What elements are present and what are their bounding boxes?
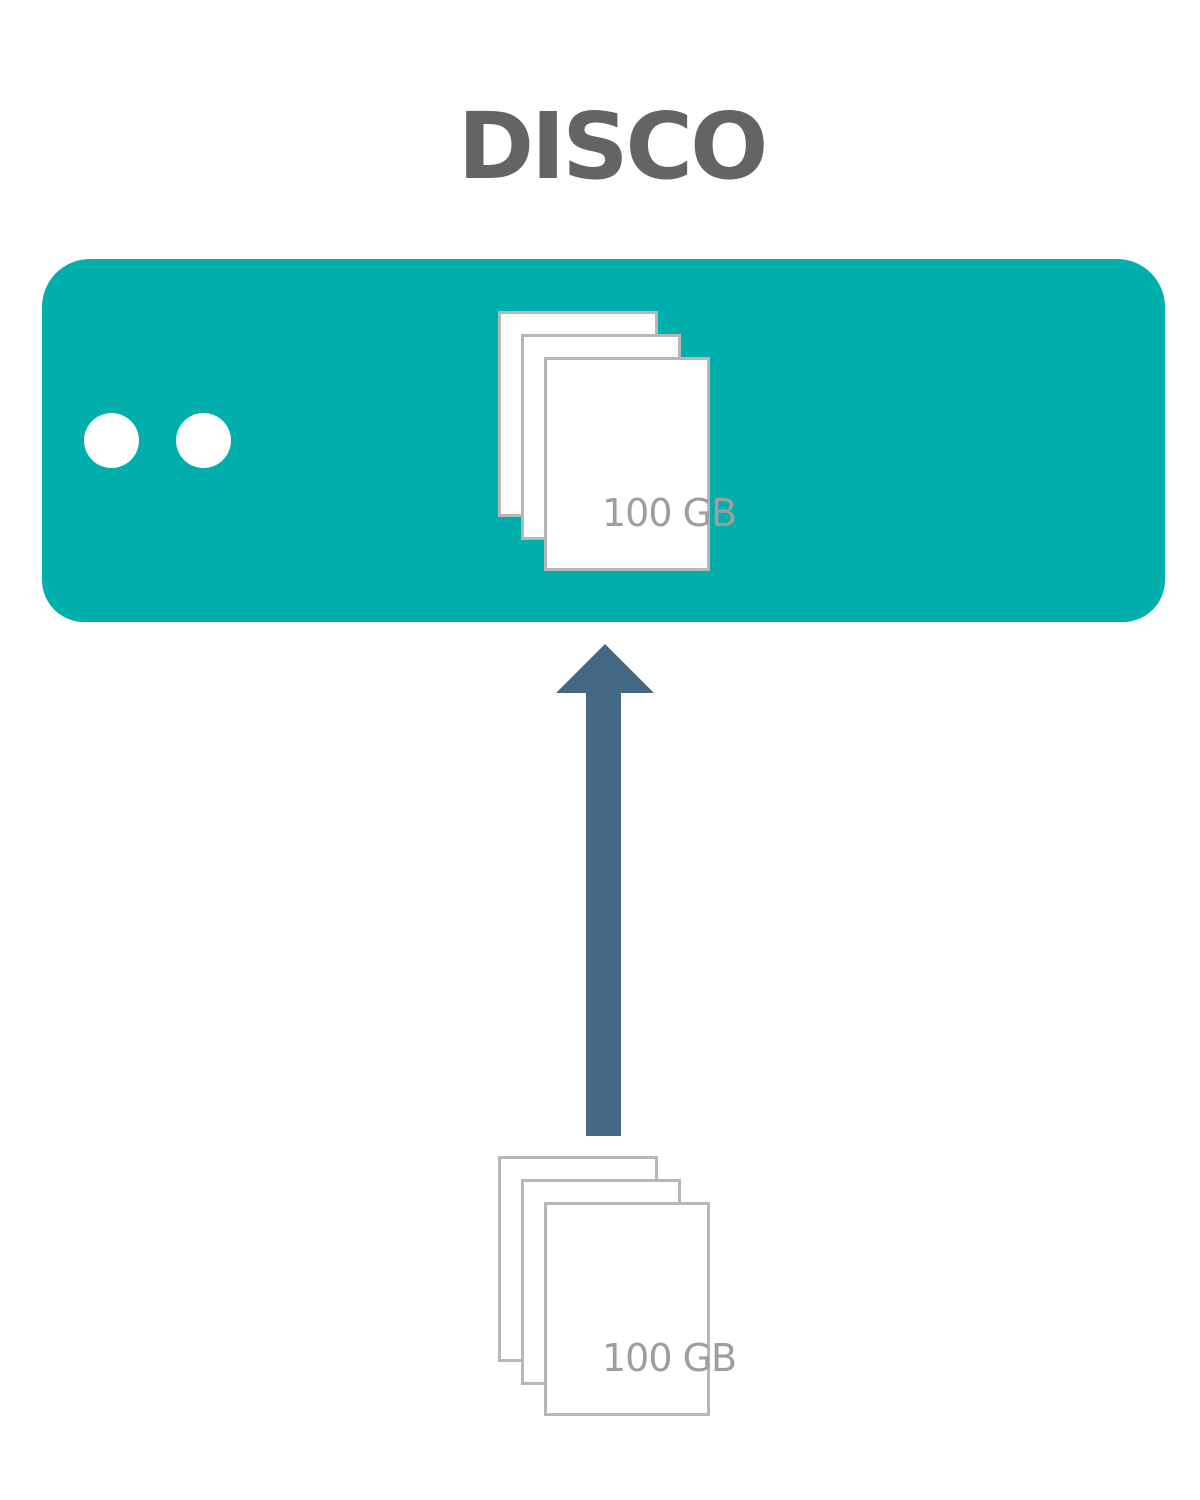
disk-data-size-label: 100 GB	[602, 491, 737, 535]
arrow-shaft	[586, 692, 621, 1136]
indicator-light-icon	[84, 413, 139, 468]
source-data-stack-icon: 100 GB	[498, 1156, 737, 1418]
source-data-size-label: 100 GB	[602, 1336, 737, 1380]
page-title: DISCO	[457, 93, 769, 200]
document-sheet: 100 GB	[544, 1202, 737, 1416]
arrow-head	[556, 644, 654, 693]
disk-data-stack-icon: 100 GB	[498, 311, 737, 573]
indicator-light-icon	[176, 413, 231, 468]
document-sheet: 100 GB	[544, 357, 737, 571]
upload-arrow-icon	[556, 644, 654, 1136]
